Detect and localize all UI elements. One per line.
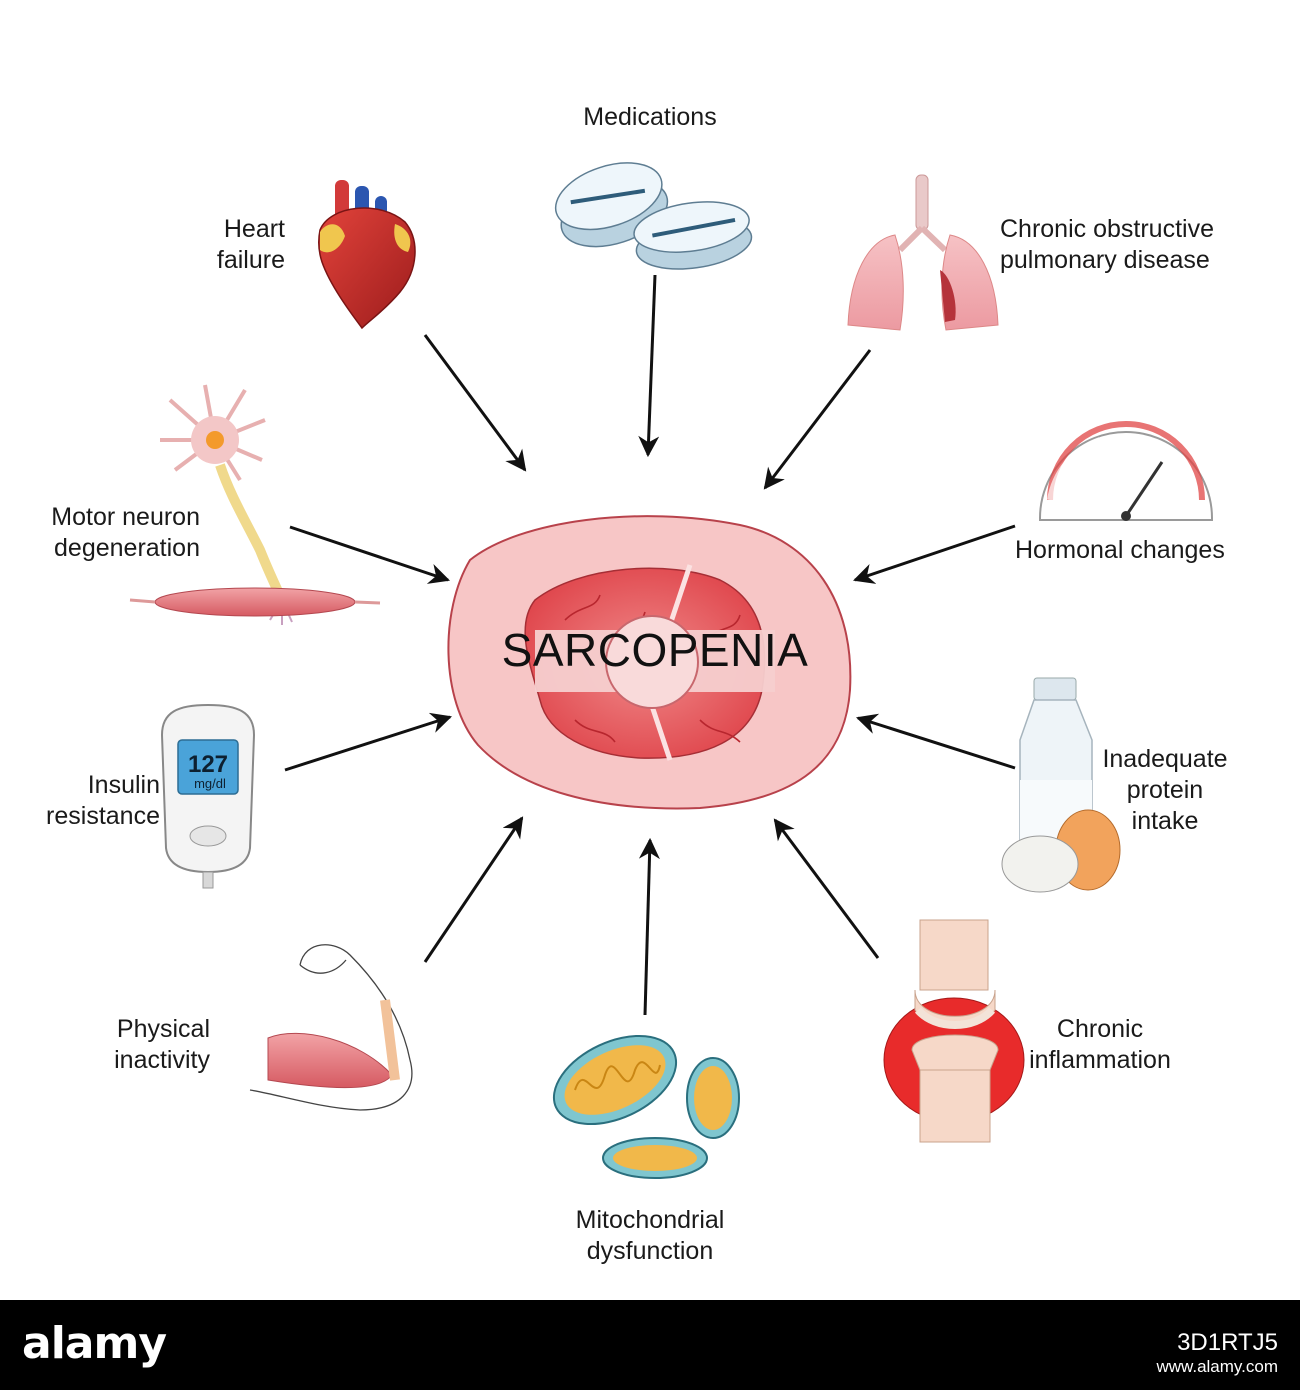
arrow-protein	[855, 713, 1016, 770]
label-protein: Inadequate protein intake	[1102, 745, 1228, 835]
gauge-icon	[1039, 421, 1213, 521]
mitochondria-icon	[552, 1034, 740, 1179]
label-heart-failure: Heart failure	[216, 215, 285, 274]
glucometer-icon: 127 mg/dl	[160, 703, 256, 889]
label-copd: Chronic obstructive pulmonary disease	[1000, 215, 1214, 274]
arrows	[284, 274, 1016, 1016]
flexed-arm-icon	[249, 944, 413, 1111]
arrow-inflammation	[773, 818, 880, 959]
sarcopenia-diagram: 127 mg/dl	[129, 162, 1213, 1179]
arrow-hormonal	[853, 524, 1016, 584]
center-title: SARCOPENIA	[501, 624, 809, 676]
heart-icon	[317, 180, 416, 330]
arrow-heart-failure	[423, 334, 527, 472]
label-hormonal: Hormonal changes	[1015, 536, 1225, 564]
arrow-medications	[638, 274, 660, 458]
lungs-icon	[847, 174, 999, 331]
arrow-physical	[423, 816, 524, 963]
image-id: 3D1RTJ5	[1177, 1329, 1278, 1356]
milk-eggs-icon	[1001, 677, 1121, 893]
stock-site-url: www.alamy.com	[1156, 1357, 1278, 1376]
glucometer-reading: 127	[188, 751, 228, 778]
arrow-mitochondrial	[638, 837, 660, 1016]
arrow-copd	[763, 349, 872, 490]
label-medications: Medications	[583, 103, 717, 131]
watermark-bar	[0, 1300, 1300, 1390]
motor-neuron-icon	[129, 384, 381, 625]
label-insulin: Insulin resistance	[46, 771, 160, 830]
label-physical: Physical inactivity	[114, 1015, 210, 1074]
label-motor-neuron: Motor neuron degeneration	[51, 503, 200, 562]
brand-logo: alamy	[22, 1318, 167, 1369]
knee-joint-icon	[883, 919, 1025, 1143]
glucometer-unit: mg/dl	[194, 776, 226, 791]
arrow-motor-neuron	[289, 525, 450, 584]
label-mitochondrial: Mitochondrial dysfunction	[575, 1206, 725, 1265]
label-inflammation: Chronic inflammation	[1029, 1015, 1171, 1074]
pills-icon	[554, 162, 753, 270]
arrow-insulin	[284, 712, 452, 772]
muscle-cross-section-icon	[447, 515, 852, 810]
